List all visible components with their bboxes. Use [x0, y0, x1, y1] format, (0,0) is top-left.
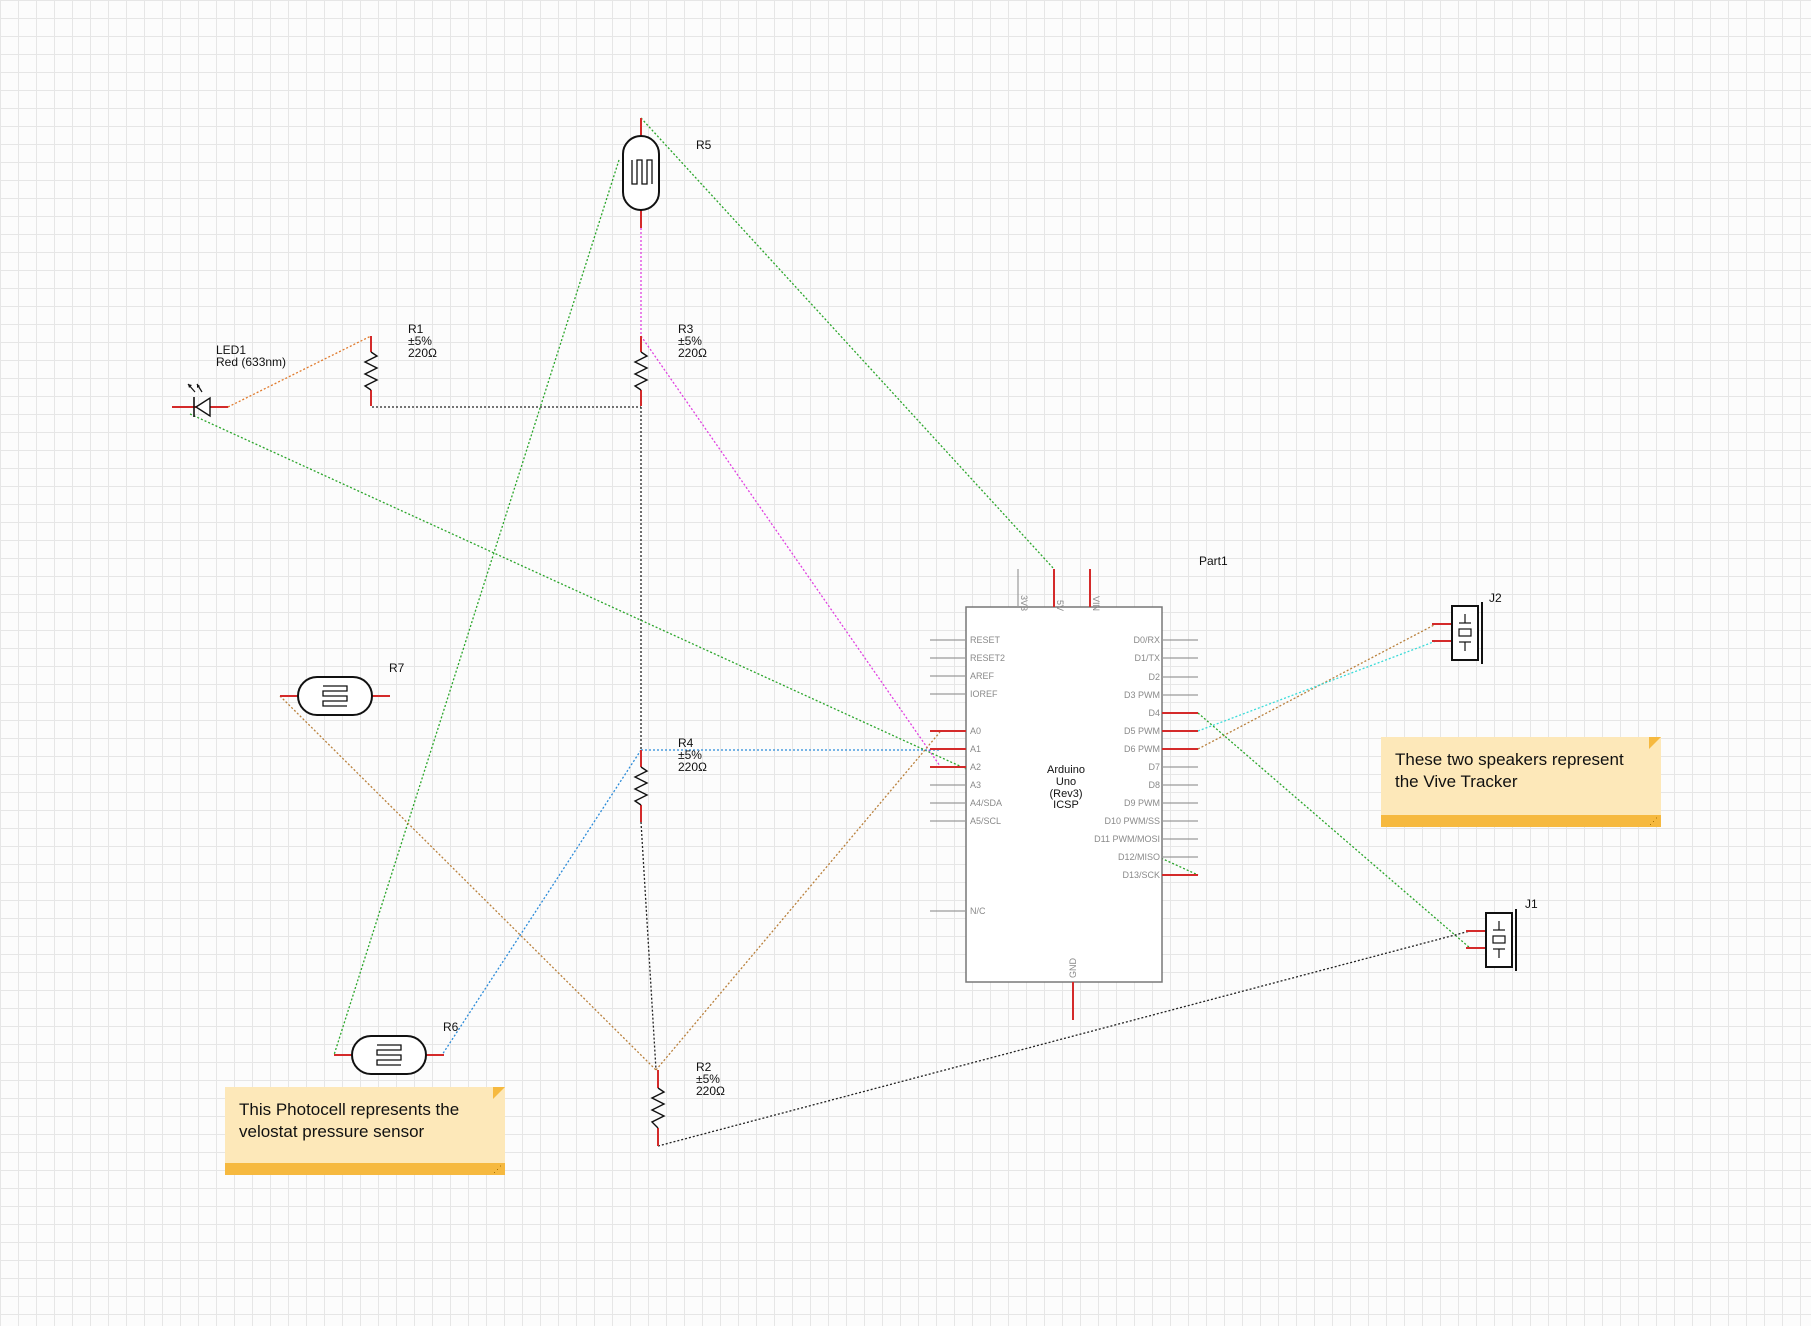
note-photocell-text: This Photocell represents the velostat p…	[239, 1100, 460, 1141]
r3-name: R3	[678, 322, 694, 336]
wire-r4-r2[interactable]	[640, 821, 657, 1071]
wire-d6-j2[interactable]	[1197, 623, 1437, 750]
led1-value: Red (633nm)	[216, 355, 286, 369]
arduino-pin-label: A0	[970, 726, 981, 736]
r1-name: R1	[408, 322, 424, 336]
arduino-pin-label: D2	[1148, 672, 1160, 682]
arduino-pin-label: D5 PWM	[1124, 726, 1160, 736]
arduino-pin-label: RESET2	[970, 653, 1005, 663]
wire-led-r1[interactable]	[227, 335, 372, 408]
arduino-pin-label: D8	[1148, 780, 1160, 790]
j2-label: J2	[1489, 591, 1502, 605]
arduino-pin-label: A3	[970, 780, 981, 790]
r4-value: 220Ω	[678, 760, 707, 774]
arduino-pin-label: A5/SCL	[970, 816, 1001, 826]
arduino-pin-label: AREF	[970, 671, 995, 681]
note-bar	[1381, 815, 1661, 827]
arduino-pin-label: D3 PWM	[1124, 690, 1160, 700]
r2-name: R2	[696, 1060, 712, 1074]
arduino-pin-label: D1/TX	[1134, 653, 1160, 663]
arduino-pin-label: D11 PWM/MOSI	[1094, 834, 1160, 844]
wire-d5-j2[interactable]	[1197, 640, 1437, 732]
note-speakers[interactable]: These two speakers represent the Vive Tr…	[1381, 737, 1661, 827]
wire-led-d13[interactable]	[189, 413, 1199, 876]
resistor-r2[interactable]	[650, 1070, 666, 1146]
speaker-j2[interactable]	[1432, 602, 1483, 664]
photocell-r7[interactable]	[280, 676, 390, 716]
led1-name: LED1	[216, 343, 246, 357]
arduino-pin-label: D0/RX	[1133, 635, 1160, 645]
wire-r5-r6[interactable]	[333, 159, 620, 1056]
r2-tolerance: ±5%	[696, 1072, 720, 1086]
note-fold	[1649, 737, 1661, 749]
speaker-j1[interactable]	[1466, 909, 1517, 971]
r6-label: R6	[443, 1020, 459, 1034]
arduino-pin-label: D6 PWM	[1124, 744, 1160, 754]
arduino-pin-label: 3V3	[1019, 595, 1029, 611]
note-fold	[493, 1087, 505, 1099]
arduino-pin-label: RESET	[970, 635, 1001, 645]
wires	[189, 117, 1471, 1147]
arduino-title: Arduino Uno (Rev3) ICSP	[1047, 764, 1085, 811]
r1-tolerance: ±5%	[408, 334, 432, 348]
r4-name: R4	[678, 736, 694, 750]
arduino-pin-label: IOREF	[970, 689, 998, 699]
note-photocell[interactable]: This Photocell represents the velostat p…	[225, 1087, 505, 1175]
photocell-r6[interactable]	[334, 1035, 444, 1075]
r5-label: R5	[696, 138, 712, 152]
wire-r4-r6[interactable]	[441, 749, 642, 1056]
arduino-pin-label: A4/SDA	[970, 798, 1002, 808]
arduino-title-line: (Rev3)	[1049, 788, 1082, 800]
arduino-title-line: Uno	[1056, 776, 1076, 788]
resistor-r4[interactable]	[633, 750, 649, 822]
arduino-pin-label: D10 PWM/SS	[1104, 816, 1160, 826]
arduino-pin-label: D9 PWM	[1124, 798, 1160, 808]
r2-value: 220Ω	[696, 1084, 725, 1098]
arduino-pin-label: D12/MISO	[1118, 852, 1160, 862]
wire-r7-r2[interactable]	[279, 695, 657, 1071]
photocell-r5[interactable]	[622, 118, 660, 228]
r3-value: 220Ω	[678, 346, 707, 360]
arduino-pin-label: 5V	[1055, 600, 1065, 611]
r3-tolerance: ±5%	[678, 334, 702, 348]
resistor-r3[interactable]	[633, 336, 649, 406]
arduino-uno[interactable]	[965, 606, 1163, 983]
j1-label: J1	[1525, 897, 1538, 911]
arduino-pin-label: VIN	[1091, 596, 1101, 611]
resize-grip-icon[interactable]: ⋰	[493, 1164, 502, 1174]
arduino-pin-label: D13/SCK	[1122, 870, 1160, 880]
note-speakers-text: These two speakers represent the Vive Tr…	[1395, 750, 1624, 791]
wire-r5-5v[interactable]	[640, 117, 1055, 570]
arduino-pin-label: A1	[970, 744, 981, 754]
r7-label: R7	[389, 661, 405, 675]
part1-label: Part1	[1199, 554, 1228, 568]
arduino-title-line: Arduino	[1047, 764, 1085, 776]
arduino-pin-label: GND	[1068, 958, 1078, 979]
arduino-pin-label: N/C	[970, 906, 986, 916]
wire-r2-a0[interactable]	[655, 731, 941, 1071]
wire-r1-r3[interactable]	[370, 404, 641, 408]
arduino-title-line: ICSP	[1053, 799, 1079, 811]
r1-value: 220Ω	[408, 346, 437, 360]
resize-grip-icon[interactable]: ⋰	[1649, 816, 1658, 826]
resistor-r1[interactable]	[363, 336, 379, 406]
wire-r3-a2[interactable]	[640, 335, 941, 767]
led-d1[interactable]	[172, 383, 228, 418]
note-bar	[225, 1163, 505, 1175]
arduino-pin-label: D7	[1148, 762, 1160, 772]
r4-tolerance: ±5%	[678, 748, 702, 762]
arduino-pin-label: D4	[1148, 708, 1160, 718]
arduino-pin-label: A2	[970, 762, 981, 772]
